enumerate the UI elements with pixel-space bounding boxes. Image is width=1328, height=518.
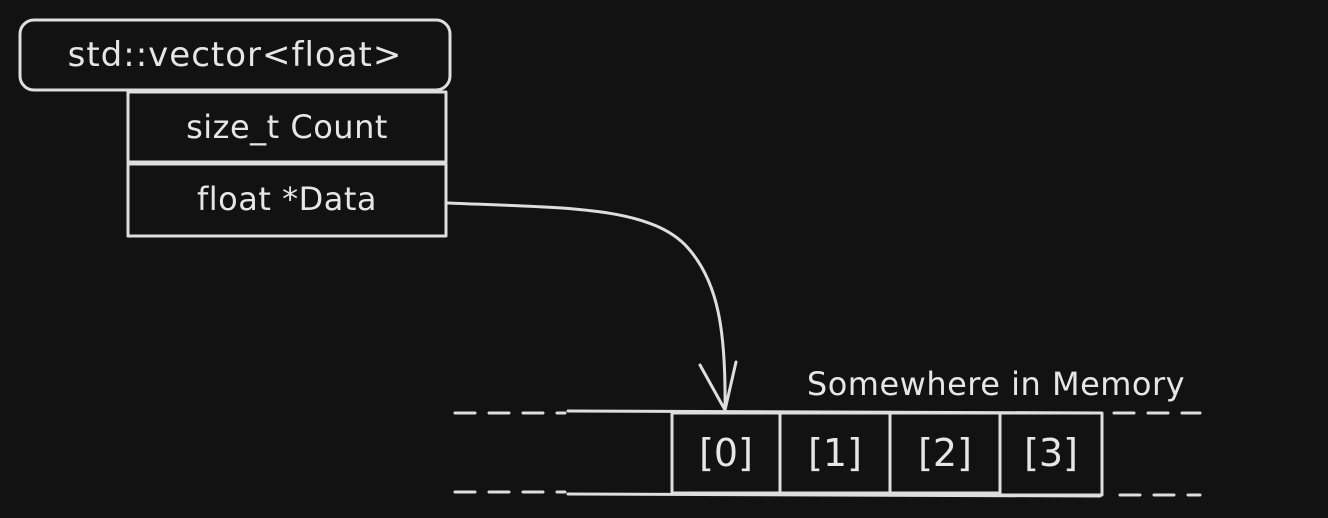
field-data-label: float *Data xyxy=(197,180,377,218)
memory-cell-3-label: [3] xyxy=(1024,431,1078,475)
pointer-arrow xyxy=(446,201,738,412)
field-box-count xyxy=(126,90,448,164)
memory-cell-0-label: [0] xyxy=(699,431,753,475)
field-count-label: size_t Count xyxy=(186,108,388,146)
struct-type-name: std::vector<float> xyxy=(68,35,403,75)
struct-fields: size_t Count float *Data xyxy=(126,90,448,238)
memory-cell-2-label: [2] xyxy=(918,431,972,475)
memory-cell-3 xyxy=(998,411,1104,497)
memory-strip: [0] [1] [2] [3] xyxy=(453,409,1202,498)
struct-header: std::vector<float> xyxy=(18,18,452,92)
memory-cell-1-label: [1] xyxy=(808,431,862,475)
pointer-arrowhead xyxy=(698,360,738,412)
memory-caption: Somewhere in Memory xyxy=(807,365,1185,403)
struct-header-box xyxy=(18,18,452,92)
field-box-data xyxy=(126,162,448,238)
pointer-arrow-curve xyxy=(446,201,727,412)
